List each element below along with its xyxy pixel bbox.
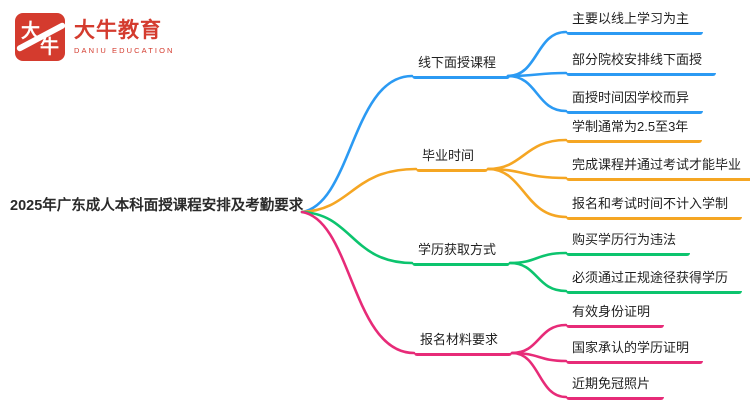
brand-subtitle: DANIU EDUCATION: [74, 46, 175, 55]
connector-root-materials: [300, 210, 416, 355]
connector-leaf: [508, 251, 568, 265]
leaf-node: 国家承认的学历证明: [566, 339, 704, 364]
leaf-node: 面授时间因学校而异: [566, 89, 704, 114]
branch-node-graduation-time: 毕业时间: [416, 147, 489, 172]
leaf-node: 有效身份证明: [566, 303, 665, 328]
leaf-node: 近期免冠照片: [566, 375, 665, 400]
leaf-node: 主要以线上学习为主: [566, 10, 704, 35]
brand-block: 大牛教育 DANIU EDUCATION: [74, 19, 175, 55]
logo-stamp-icon: 大 牛: [15, 14, 67, 60]
leaf-node: 学制通常为2.5至3年: [566, 118, 703, 143]
leaf-node: 必须通过正规途径获得学历: [566, 269, 743, 294]
connector-leaf: [486, 167, 568, 219]
branch-node-offline-course: 线下面授课程: [412, 54, 511, 79]
connector-root-graduation: [300, 167, 418, 214]
connector-root-degree: [300, 210, 414, 265]
leaf-node: 报名和考试时间不计入学制: [566, 195, 743, 220]
connector-leaf: [506, 74, 568, 113]
branch-node-degree-method: 学历获取方式: [412, 241, 511, 266]
connector-leaf: [486, 138, 568, 171]
stamp-char-bottom: 牛: [39, 37, 59, 58]
connector-leaf: [510, 323, 568, 355]
branch-node-materials: 报名材料要求: [414, 331, 513, 356]
mindmap-root-node: 2025年广东成人本科面授课程安排及考勤要求: [10, 198, 304, 214]
leaf-node: 购买学历行为违法: [566, 231, 691, 256]
logo: 大 牛 大牛教育 DANIU EDUCATION: [15, 14, 175, 60]
connector-leaf: [510, 351, 568, 399]
connector-leaf: [506, 30, 568, 78]
brand-name: 大牛教育: [74, 19, 162, 42]
connector-root-offline: [300, 74, 414, 214]
connector-leaf: [508, 261, 568, 293]
leaf-node: 部分院校安排线下面授: [566, 51, 717, 76]
leaf-node: 完成课程并通过考试才能毕业: [566, 156, 750, 181]
